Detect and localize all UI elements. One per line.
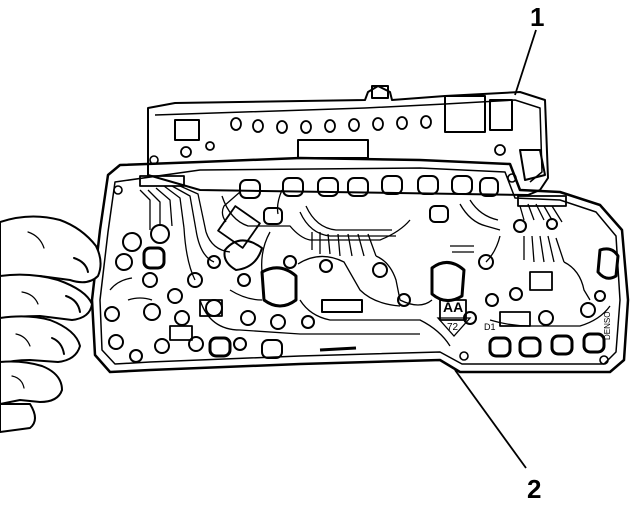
mounting-holes (113, 155, 609, 365)
cluster-rear-housing (147, 85, 549, 196)
board-code-number: 72 (447, 322, 459, 333)
board-side-text: DENSO (603, 312, 612, 340)
housing-holes (180, 115, 506, 158)
callout-1-leader (514, 29, 537, 96)
board-code-triangle (436, 317, 472, 337)
circuit-traces (109, 185, 611, 347)
board-small-label: D1 (484, 322, 496, 332)
hand-illustration (0, 215, 102, 433)
board-components (139, 175, 567, 341)
circuit-board (90, 155, 630, 374)
callout-2: 2 (454, 369, 541, 504)
bulb-sockets (142, 175, 606, 359)
callout-1: 1 (514, 2, 544, 96)
gauge-openings (223, 239, 620, 352)
callout-2-number: 2 (527, 474, 541, 504)
board-code-letters: AA (443, 299, 463, 315)
board-markings: AA 72 D1 DENSO (436, 299, 612, 340)
callout-2-leader (454, 369, 527, 469)
callout-1-number: 1 (530, 2, 544, 32)
